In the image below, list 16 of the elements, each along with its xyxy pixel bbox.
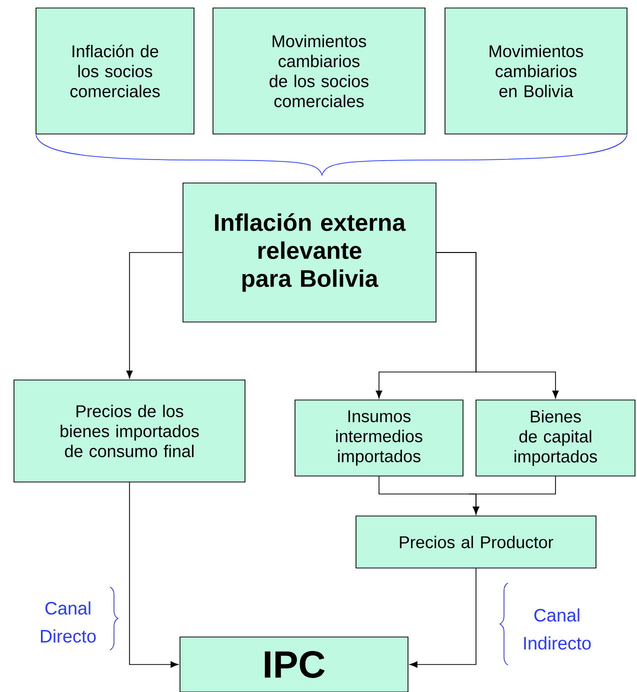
process-box: Precios al Productor bbox=[356, 516, 596, 568]
process-box: Precios de los bienes importados de consumo final bbox=[14, 380, 246, 482]
arrow bbox=[126, 252, 183, 378]
process-box: Inflación externa relevante para Bolivia bbox=[182, 182, 436, 322]
arrow bbox=[410, 568, 476, 668]
arrow bbox=[436, 252, 559, 398]
arrow bbox=[468, 476, 556, 514]
process-box: Inflación de los socios comerciales bbox=[36, 8, 194, 134]
arrow bbox=[129, 482, 178, 668]
process-box: Movimientos cambiarios de los socios comerciales bbox=[212, 8, 426, 134]
process-box: Insumos intermedios importados bbox=[294, 400, 464, 476]
process-box: Movimientos cambiarios en Bolivia bbox=[444, 8, 628, 134]
process-box: Bienes de capital importados bbox=[476, 400, 636, 476]
channel-label: Canal Directo bbox=[40, 601, 96, 643]
channel-label: Canal Indirecto bbox=[524, 608, 591, 650]
process-box: IPC bbox=[180, 636, 408, 692]
